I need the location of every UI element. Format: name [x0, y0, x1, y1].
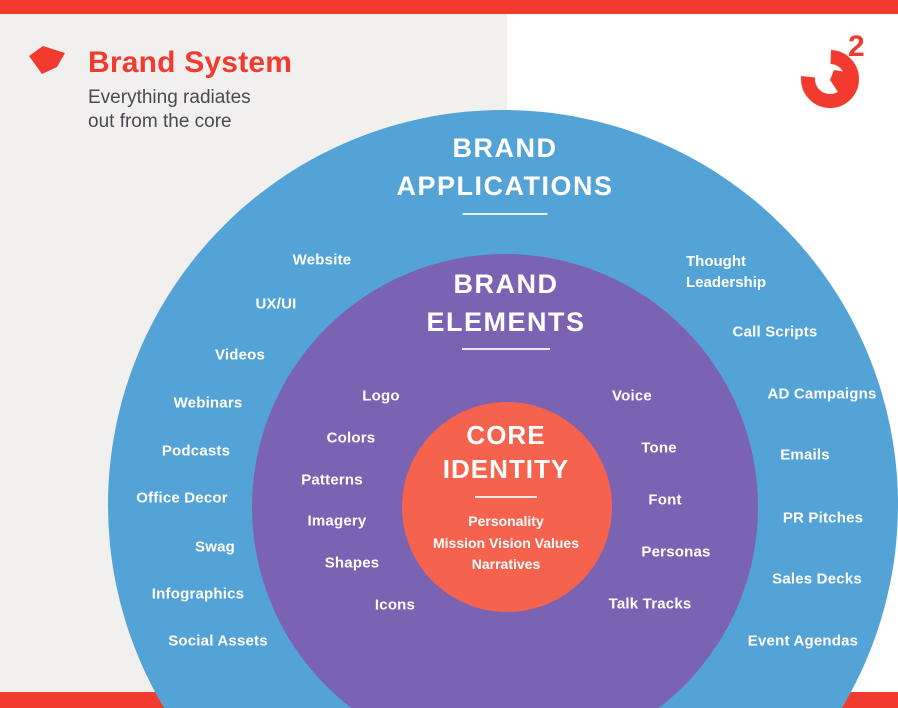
page-subtitle: Everything radiates out from the core	[88, 87, 251, 132]
label-website: Website	[292, 251, 352, 269]
label-call-scripts: Call Scripts	[732, 323, 818, 341]
label-imagery: Imagery	[307, 512, 367, 530]
label-ux-ui: UX/UI	[255, 295, 297, 313]
applications-title-divider	[462, 213, 548, 215]
label-shapes: Shapes	[324, 554, 380, 572]
label-ad-campaigns: AD Campaigns	[767, 385, 877, 403]
g2-flag-icon	[29, 46, 65, 74]
label-social-assets: Social Assets	[168, 632, 268, 650]
label-podcasts: Podcasts	[161, 442, 231, 460]
label-thought-leadership: Thought Leadership	[686, 253, 767, 291]
label-swag: Swag	[195, 538, 235, 556]
label-colors: Colors	[326, 429, 376, 447]
ring-title-elements: BRAND ELEMENTS	[426, 269, 586, 337]
page-title: Brand System	[88, 46, 293, 79]
label-personas: Personas	[641, 543, 711, 561]
label-talk-tracks: Talk Tracks	[608, 595, 692, 613]
label-office-decor: Office Decor	[136, 489, 228, 507]
label-videos: Videos	[214, 346, 266, 364]
label-tone: Tone	[641, 439, 677, 457]
elements-title-divider	[462, 348, 550, 350]
label-webinars: Webinars	[173, 394, 243, 412]
ring-title-applications: BRAND APPLICATIONS	[396, 133, 614, 201]
label-font: Font	[648, 491, 682, 509]
label-event-agendas: Event Agendas	[747, 632, 859, 650]
label-logo: Logo	[362, 387, 400, 405]
top-accent-bar	[0, 0, 898, 14]
label-icons: Icons	[374, 596, 416, 614]
g2-logo-superscript: 2	[848, 32, 865, 63]
core-identity-circle	[402, 402, 612, 612]
label-voice: Voice	[612, 387, 652, 405]
g2-logo-icon: 2	[801, 32, 865, 108]
ring-title-core: CORE IDENTITY	[442, 420, 570, 484]
label-infographics: Infographics	[151, 585, 245, 603]
label-sales-decks: Sales Decks	[772, 570, 862, 588]
label-patterns: Patterns	[301, 471, 363, 489]
label-pr-pitches: PR Pitches	[782, 509, 864, 527]
core-title-divider	[475, 496, 537, 498]
label-emails: Emails	[780, 446, 830, 464]
core-identity-items: Personality Mission Vision Values Narrat…	[432, 512, 580, 572]
